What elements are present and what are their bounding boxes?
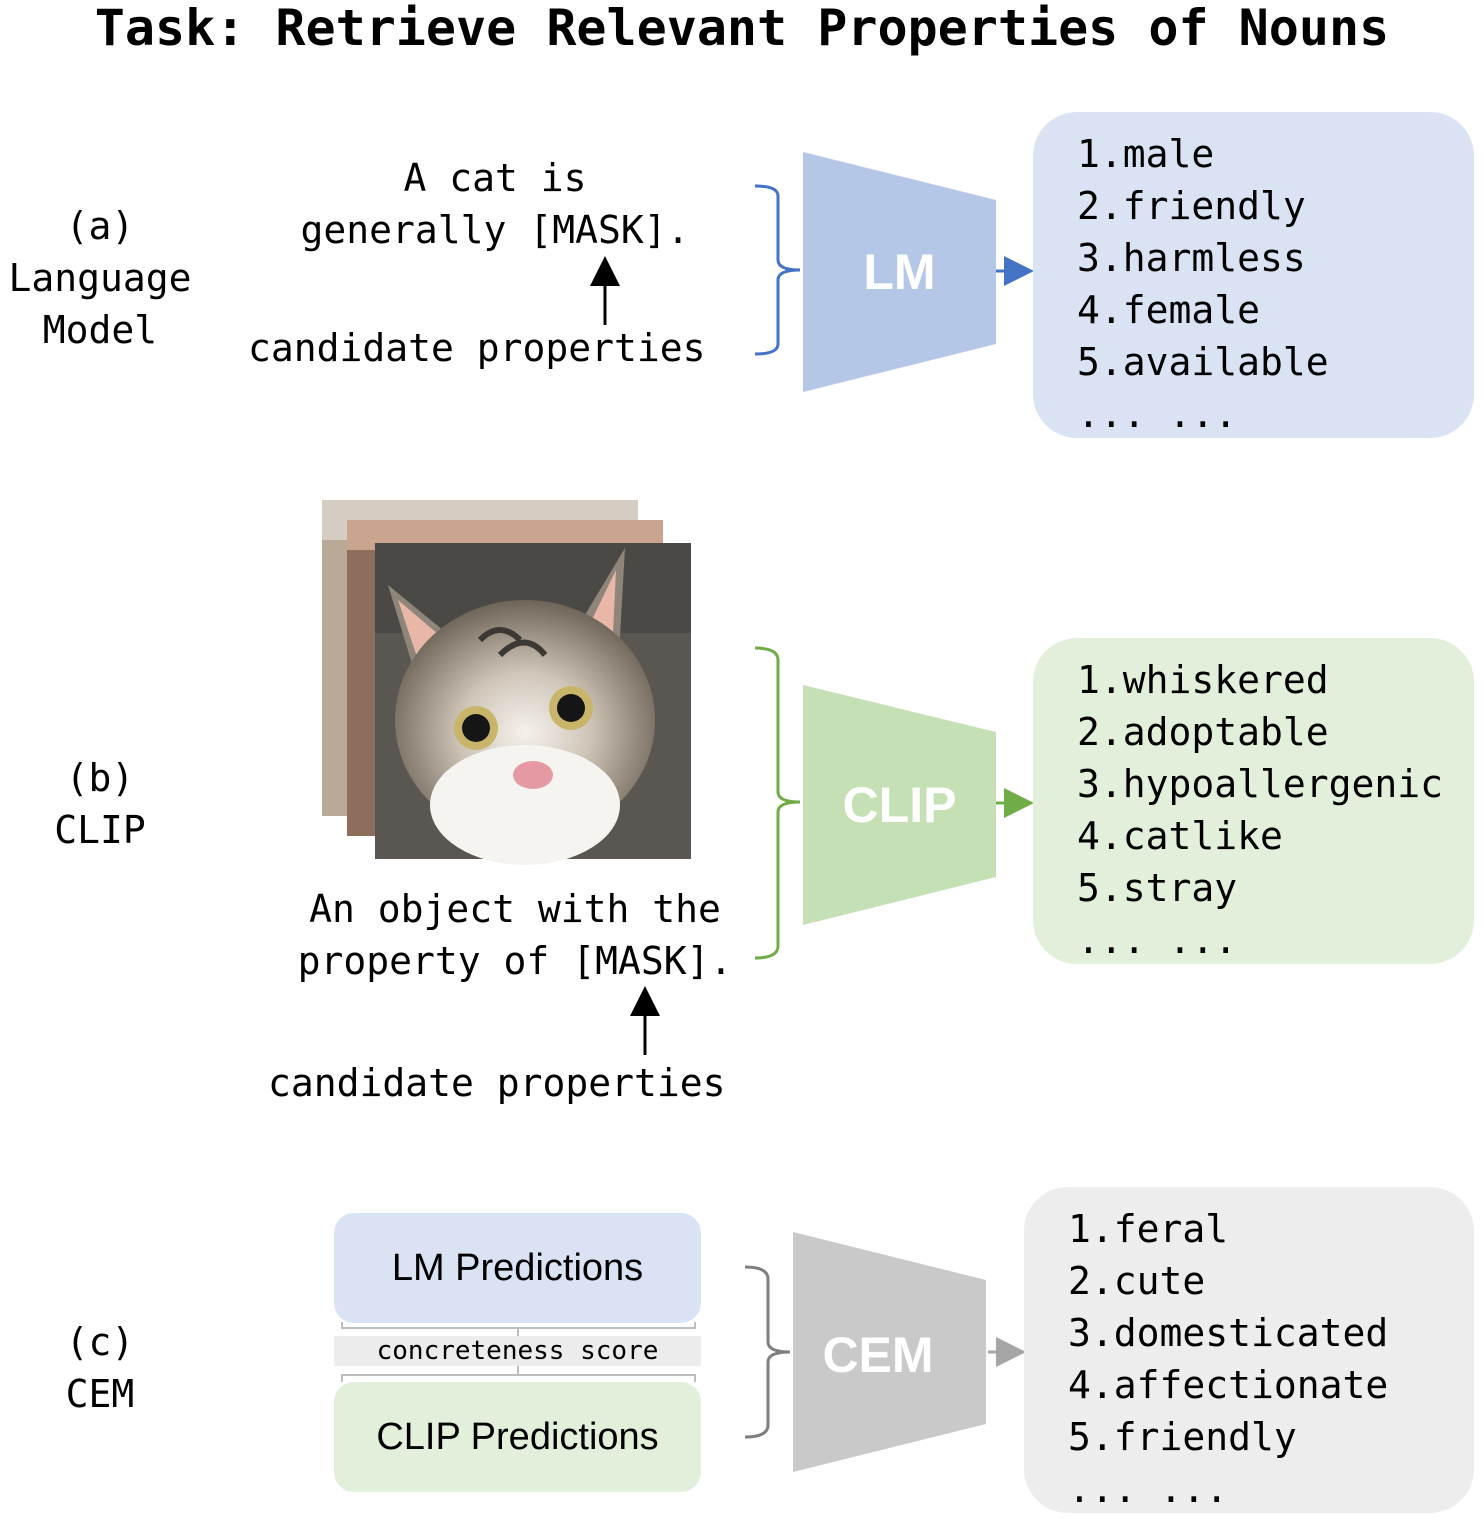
clip-result-item: 4.catlike [1077, 814, 1283, 858]
lm-predictions-box: LM Predictions [334, 1213, 701, 1323]
score-connector-bottom [341, 1365, 696, 1382]
clip-model-shape [803, 685, 996, 925]
clip-input-bracket [754, 646, 801, 960]
section-c-label-line1: (c) [65, 1320, 135, 1364]
lm-prompt: A cat is generally [MASK]. [270, 152, 720, 256]
lm-results-box: 1.male 2.friendly 3.harmless 4.female 5.… [1033, 112, 1474, 438]
clip-prompt: An object with the property of [MASK]. [270, 883, 760, 987]
section-a-label-line3: Model [42, 308, 158, 352]
lm-result-ellipsis: ... ... [1077, 392, 1238, 436]
page-title: Task: Retrieve Relevant Properties of No… [94, 0, 1390, 57]
lm-result-item: 5.available [1077, 340, 1329, 384]
lm-result-item: 4.female [1077, 288, 1261, 332]
clip-candidate-properties: candidate properties [268, 1061, 726, 1105]
lm-candidate-properties: candidate properties [248, 326, 706, 370]
cem-result-ellipsis: ... ... [1068, 1467, 1229, 1511]
clip-result-item: 2.adoptable [1077, 710, 1329, 754]
clip-prompt-line2: property of [MASK]. [297, 939, 733, 983]
cat-photo-stack [322, 500, 691, 865]
section-b-label-line2: CLIP [54, 808, 146, 852]
clip-result-item: 5.stray [1077, 866, 1238, 910]
lm-model-label: LM [863, 244, 936, 300]
clip-result-item: 3.hypoallergenic [1077, 762, 1444, 806]
cem-result-item: 4.affectionate [1068, 1363, 1389, 1407]
lm-result-item: 2.friendly [1077, 184, 1306, 228]
cem-model-shape [793, 1232, 986, 1472]
section-b-label: (b) CLIP [0, 752, 200, 856]
section-a-label-line1: (a) [65, 204, 135, 248]
clip-results-box: 1.whiskered 2.adoptable 3.hypoallergenic… [1033, 638, 1474, 964]
clip-result-item: 1.whiskered [1077, 658, 1329, 702]
section-c-label: (c) CEM [0, 1316, 200, 1420]
clip-predictions-box: CLIP Predictions [334, 1382, 701, 1492]
lm-input-bracket [754, 184, 801, 356]
lm-result-item: 3.harmless [1077, 236, 1306, 280]
cem-model-label: CEM [822, 1327, 934, 1383]
lm-model-shape [803, 152, 996, 392]
clip-result-ellipsis: ... ... [1077, 918, 1238, 962]
concreteness-score-label: concreteness score [334, 1336, 701, 1366]
cem-result-item: 1.feral [1068, 1207, 1229, 1251]
cem-input-bracket [744, 1265, 791, 1439]
lm-result-item: 1.male [1077, 132, 1215, 176]
section-a-label-line2: Language [8, 256, 192, 300]
cem-result-item: 2.cute [1068, 1259, 1206, 1303]
section-b-label-line1: (b) [65, 756, 135, 800]
lm-prompt-line1: A cat is [403, 156, 587, 200]
clip-prompt-line1: An object with the [309, 887, 721, 931]
section-a-label: (a) Language Model [0, 200, 200, 356]
cem-result-item: 5.friendly [1068, 1415, 1297, 1459]
lm-prompt-line2: generally [MASK]. [300, 208, 690, 252]
cem-results-box: 1.feral 2.cute 3.domesticated 4.affectio… [1024, 1187, 1474, 1513]
cem-result-item: 3.domesticated [1068, 1311, 1389, 1355]
section-c-label-line2: CEM [65, 1372, 135, 1416]
clip-model-label: CLIP [842, 777, 957, 833]
